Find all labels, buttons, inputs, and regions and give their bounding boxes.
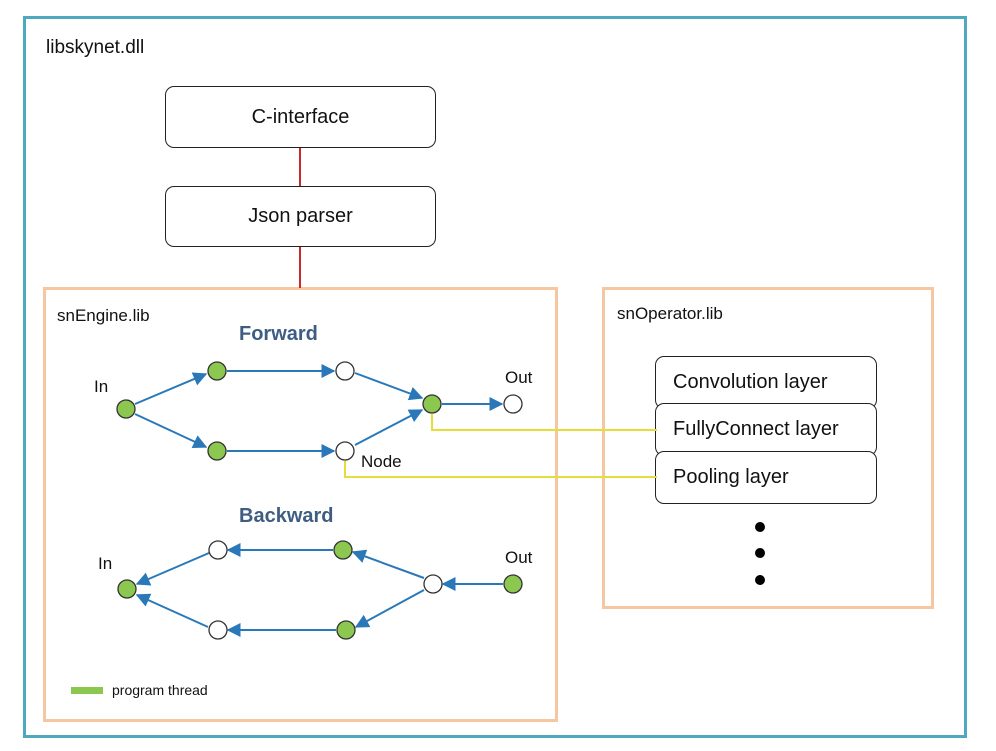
sn-operator-label: snOperator.lib bbox=[617, 304, 723, 323]
legend-label: program thread bbox=[112, 682, 208, 698]
forward-out-label: Out bbox=[505, 368, 533, 387]
ellipsis-dot bbox=[755, 522, 765, 532]
thread-node bbox=[503, 574, 523, 594]
forward-edge bbox=[134, 413, 208, 449]
node bbox=[503, 394, 523, 414]
convolution-layer-label: Convolution layer bbox=[673, 371, 828, 393]
node-label: Node bbox=[361, 452, 402, 471]
backward-edge bbox=[354, 589, 425, 628]
node bbox=[423, 574, 443, 594]
c-interface-box: C-interface bbox=[165, 86, 436, 148]
node bbox=[208, 540, 228, 560]
thread-node bbox=[117, 579, 137, 599]
node bbox=[208, 620, 228, 640]
pooling-layer-label: Pooling layer bbox=[673, 466, 789, 488]
thread-node bbox=[207, 361, 227, 381]
backward-title: Backward bbox=[239, 505, 334, 527]
libskynet-frame bbox=[23, 16, 967, 738]
ellipsis-dot bbox=[755, 575, 765, 585]
ellipsis-dot bbox=[755, 548, 765, 558]
json-parser-box: Json parser bbox=[165, 186, 436, 247]
sn-engine-label: snEngine.lib bbox=[57, 306, 150, 325]
libskynet-label: libskynet.dll bbox=[46, 37, 145, 58]
node-to-pooling-link bbox=[344, 461, 657, 478]
node bbox=[335, 441, 355, 461]
sn-operator-panel bbox=[602, 287, 934, 609]
forward-in-label: In bbox=[94, 377, 109, 396]
pooling-layer-box: Pooling layer bbox=[655, 451, 877, 504]
backward-edge bbox=[135, 593, 209, 628]
thread-node bbox=[116, 399, 136, 419]
forward-edge bbox=[134, 372, 208, 405]
legend-swatch bbox=[71, 687, 103, 694]
forward-edge bbox=[354, 372, 424, 401]
sn-engine-panel bbox=[43, 287, 558, 722]
fully-connect-layer-label: FullyConnect layer bbox=[673, 418, 839, 440]
c-interface-label: C-interface bbox=[251, 105, 350, 128]
thread-node bbox=[336, 620, 356, 640]
thread-node bbox=[422, 394, 442, 414]
backward-edge bbox=[351, 549, 425, 579]
json-parser-label: Json parser bbox=[248, 205, 353, 227]
forward-title: Forward bbox=[239, 323, 318, 345]
thread-node bbox=[333, 540, 353, 560]
convolution-layer-box: Convolution layer bbox=[655, 356, 877, 409]
fully-connect-layer-box: FullyConnect layer bbox=[655, 403, 877, 456]
node-to-fully-connect-link bbox=[431, 414, 657, 431]
forward-edge bbox=[354, 409, 424, 446]
backward-edge bbox=[135, 552, 210, 586]
node bbox=[335, 361, 355, 381]
backward-out-label: Out bbox=[505, 548, 533, 567]
thread-node bbox=[207, 441, 227, 461]
backward-in-label: In bbox=[98, 554, 113, 573]
